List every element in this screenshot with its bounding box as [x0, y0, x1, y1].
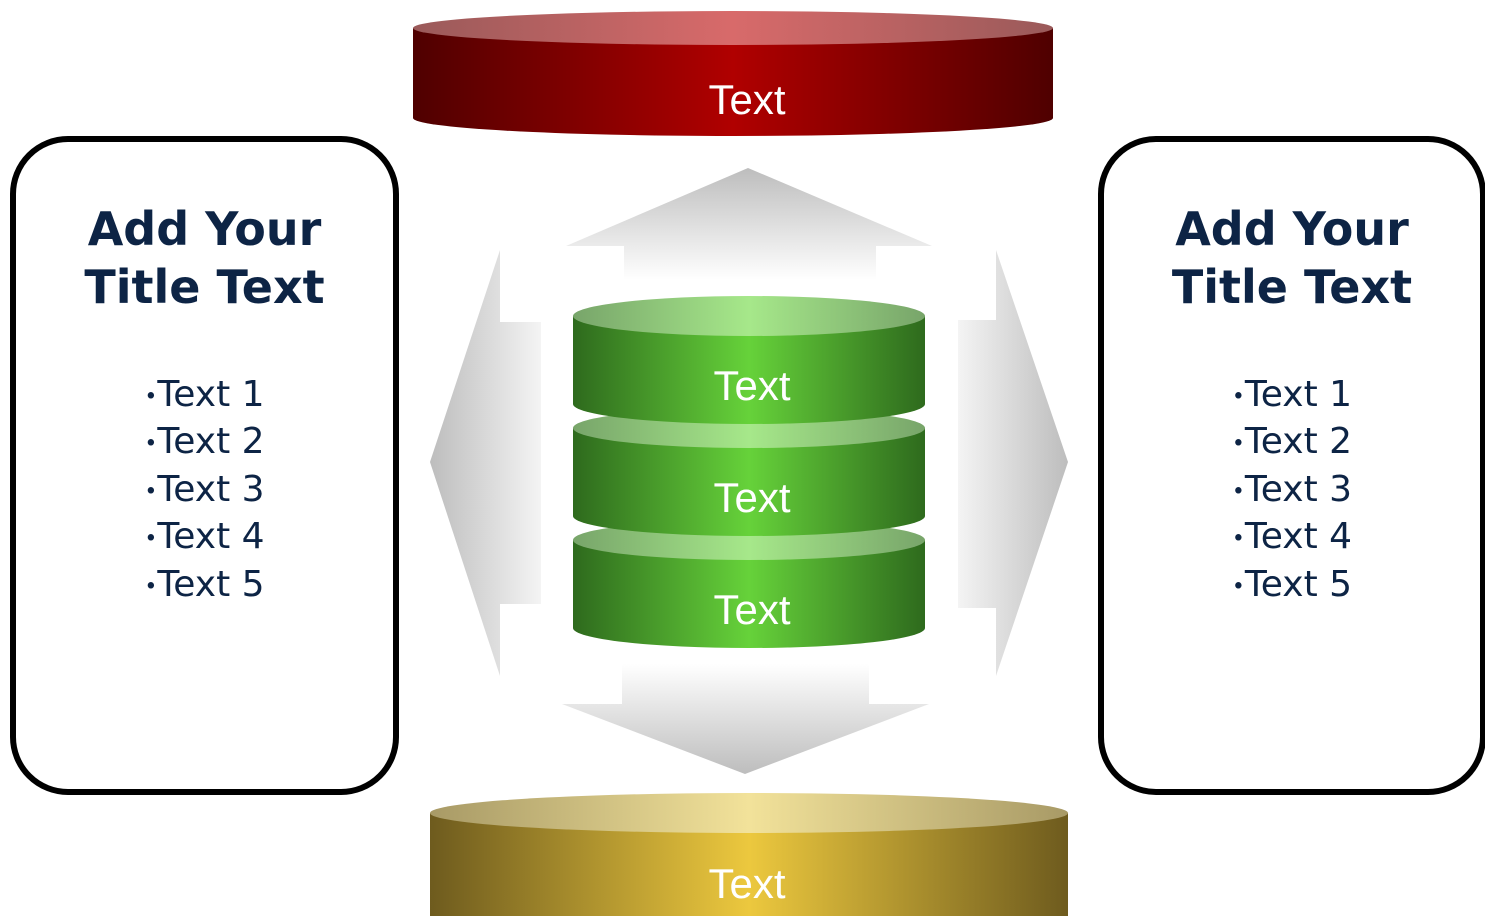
left-panel-title: Add Your Title Text [16, 200, 393, 316]
list-item: •Text 5 [16, 562, 393, 609]
list-item: •Text 3 [16, 467, 393, 514]
list-item: •Text 4 [16, 514, 393, 561]
list-item-text: Text 1 [1244, 374, 1353, 415]
right-panel-title-line1: Add Your [1175, 202, 1409, 256]
top-disk-top [413, 11, 1053, 45]
right-panel-title-line2: Title Text [1171, 260, 1413, 314]
list-item: •Text 4 [1104, 514, 1480, 561]
bullet-icon: • [1231, 384, 1245, 410]
bullet-icon: • [144, 526, 158, 552]
list-item-text: Text 2 [157, 421, 265, 463]
center-stack-label-1: Text [713, 362, 790, 409]
arrow-left-shape [430, 250, 541, 676]
bottom-disk: Text [430, 793, 1068, 916]
left-panel: Add Your Title Text •Text 1 •Text 2 •Tex… [10, 136, 399, 795]
list-item-text: Text 3 [157, 468, 265, 510]
list-item-text: Text 3 [1244, 468, 1353, 510]
center-stack-layer-3-side [573, 540, 925, 648]
list-item: •Text 5 [1104, 562, 1480, 609]
bullet-icon: • [144, 479, 158, 505]
left-panel-title-line1: Add Your [87, 202, 322, 256]
list-item: •Text 3 [1104, 467, 1480, 514]
center-stack-layer-2-side [573, 428, 925, 536]
center-stack-label-3: Text [713, 586, 790, 633]
bullet-icon: • [144, 573, 158, 599]
top-disk-label: Text [708, 76, 785, 123]
list-item-text: Text 4 [157, 516, 265, 558]
bullet-icon: • [1231, 573, 1245, 599]
top-disk-side [413, 28, 1053, 136]
arrow-down-shape [562, 664, 929, 774]
left-panel-title-line2: Title Text [84, 260, 325, 314]
list-item: •Text 1 [1104, 372, 1480, 419]
center-stack-label-2: Text [713, 474, 790, 521]
center-stack-layer-1-top [573, 296, 925, 336]
arrow-up-shape [566, 168, 932, 280]
bullet-icon: • [1231, 431, 1245, 457]
left-panel-list: •Text 1 •Text 2 •Text 3 •Text 4 •Text 5 [16, 372, 393, 609]
list-item: •Text 2 [16, 419, 393, 466]
list-item-text: Text 5 [1244, 563, 1353, 605]
center-stack-layer-3: Text [573, 520, 925, 648]
center-stack-layer-1-side [573, 316, 925, 424]
list-item-text: Text 5 [157, 563, 265, 605]
center-stack: Text Text Text [573, 296, 925, 648]
right-panel-list: •Text 1 •Text 2 •Text 3 •Text 4 •Text 5 [1104, 372, 1480, 609]
list-item-text: Text 4 [1244, 516, 1353, 558]
list-item-text: Text 2 [1244, 421, 1353, 463]
bottom-disk-side [430, 813, 1068, 916]
bullet-icon: • [1231, 479, 1245, 505]
right-panel-title: Add Your Title Text [1104, 200, 1480, 316]
list-item: •Text 1 [16, 372, 393, 419]
top-disk: Text [413, 11, 1053, 136]
bullet-icon: • [144, 384, 158, 410]
bullet-icon: • [1231, 526, 1245, 552]
center-stack-layer-1: Text [573, 296, 925, 424]
bottom-disk-top [430, 793, 1068, 833]
bullet-icon: • [144, 431, 158, 457]
arrow-right-shape [958, 250, 1068, 676]
list-item: •Text 2 [1104, 419, 1480, 466]
bottom-disk-label: Text [708, 860, 785, 907]
center-stack-layer-2: Text [573, 408, 925, 536]
list-item-text: Text 1 [157, 374, 265, 415]
right-panel: Add Your Title Text •Text 1 •Text 2 •Tex… [1098, 136, 1485, 795]
